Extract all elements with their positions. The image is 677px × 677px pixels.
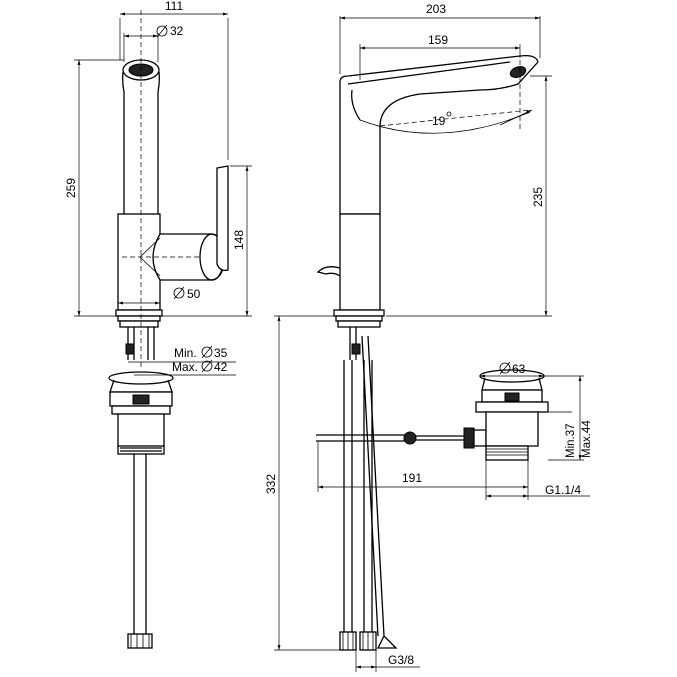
dim-max-42: 42 [214,360,228,374]
dim-63: 63 [512,362,526,376]
front-spout [123,92,159,214]
front-view: 111 32 259 148 50 Min. 35 Max. 42 [64,0,252,649]
side-hoses [343,360,373,632]
front-handle [216,165,229,272]
dim-min-35: 35 [214,346,228,360]
dim-259: 259 [64,178,78,198]
dim-159: 159 [428,33,448,47]
side-lever [316,266,341,277]
label-max: Max. [172,360,198,374]
dim-32: 32 [170,24,184,38]
dim-50: 50 [187,287,201,301]
dim-min-37: Min.37 [565,423,577,458]
dim-max-44: Max.44 [581,420,593,458]
dim-g1-1-4: G1.1/4 [545,483,581,497]
diameter-symbol [156,24,168,38]
dim-148: 148 [232,230,246,250]
dim-angle: 19 [432,114,446,128]
side-spout [339,54,539,215]
dim-235: 235 [531,187,545,207]
front-waste [108,371,174,455]
side-waste [475,369,549,461]
label-min: Min. [174,346,197,360]
side-view: 19 [264,2,593,672]
dim-g3-8: G3/8 [388,653,414,667]
pull-rod [361,335,385,637]
dim-111: 111 [165,0,184,13]
side-body [339,213,381,311]
dim-332: 332 [264,474,278,494]
dim-203: 203 [426,2,446,16]
linkage-rod [316,434,410,442]
dim-191: 191 [402,471,422,485]
